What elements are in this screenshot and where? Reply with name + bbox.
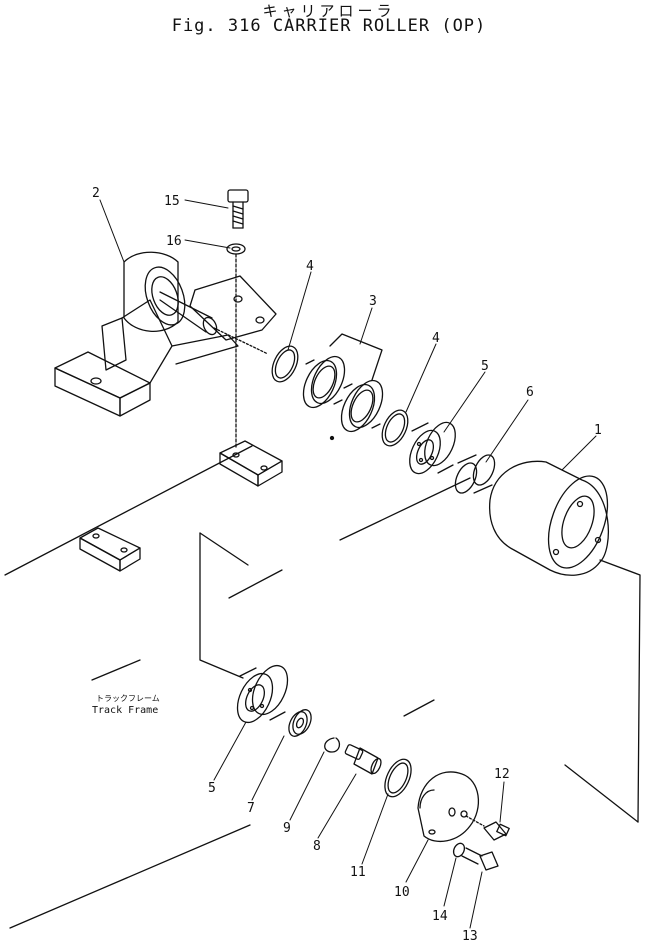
callout-10: 10 [394, 885, 410, 900]
callout-15: 15 [164, 194, 180, 209]
callout-11: 11 [350, 865, 366, 880]
track-frame-label-en: Track Frame [92, 705, 158, 716]
washer-14 [452, 842, 466, 858]
spacer-7 [288, 709, 312, 737]
seal-group-bracket [329, 333, 383, 381]
callout-9: 9 [283, 821, 291, 836]
snap-ring-9 [324, 737, 341, 753]
callout-12: 12 [494, 767, 510, 782]
figure-title: Fig. 316 CARRIER ROLLER (OP) [171, 16, 487, 36]
callout-5a: 5 [481, 359, 489, 374]
plug-8 [344, 744, 382, 775]
bolt-15 [227, 189, 249, 229]
track-frame-lines [4, 445, 641, 929]
callout-5b: 5 [208, 781, 216, 796]
callout-3: 3 [369, 294, 377, 309]
mount-block-upper [219, 440, 283, 487]
callout-numbers: 2 15 16 4 3 4 5 6 1 5 7 9 8 11 10 12 14 … [92, 186, 602, 942]
seal-3b [340, 379, 384, 433]
bolt-13 [461, 847, 499, 871]
callout-4b: 4 [432, 331, 440, 346]
dot-mark [329, 435, 335, 441]
washer-16 [226, 243, 246, 449]
bearing-5a [409, 421, 456, 475]
leader-lines [99, 199, 597, 929]
track-frame-label: トラックフレーム Track Frame [92, 694, 160, 716]
bracket-assembly [54, 251, 277, 417]
bearing-5b [236, 664, 289, 724]
callout-14: 14 [432, 909, 448, 924]
mount-block-lower [79, 527, 141, 572]
callout-13: 13 [462, 929, 478, 942]
sleeve-6 [454, 454, 496, 494]
o-ring-11 [384, 758, 412, 798]
callout-2: 2 [92, 186, 100, 201]
callout-7: 7 [247, 801, 255, 816]
callout-6: 6 [526, 385, 534, 400]
cover-10 [417, 771, 480, 843]
seal-3a [302, 355, 346, 409]
roller-1 [488, 460, 609, 576]
o-ring-4a [271, 345, 299, 383]
title-japanese: キャリアローラ [262, 2, 396, 20]
callout-8: 8 [313, 839, 321, 854]
callout-16: 16 [166, 234, 182, 249]
track-frame-label-jp: トラックフレーム [96, 694, 160, 703]
o-ring-4b [381, 409, 409, 447]
callout-1: 1 [594, 423, 602, 438]
callout-4a: 4 [306, 259, 314, 274]
plug-12 [465, 815, 510, 841]
